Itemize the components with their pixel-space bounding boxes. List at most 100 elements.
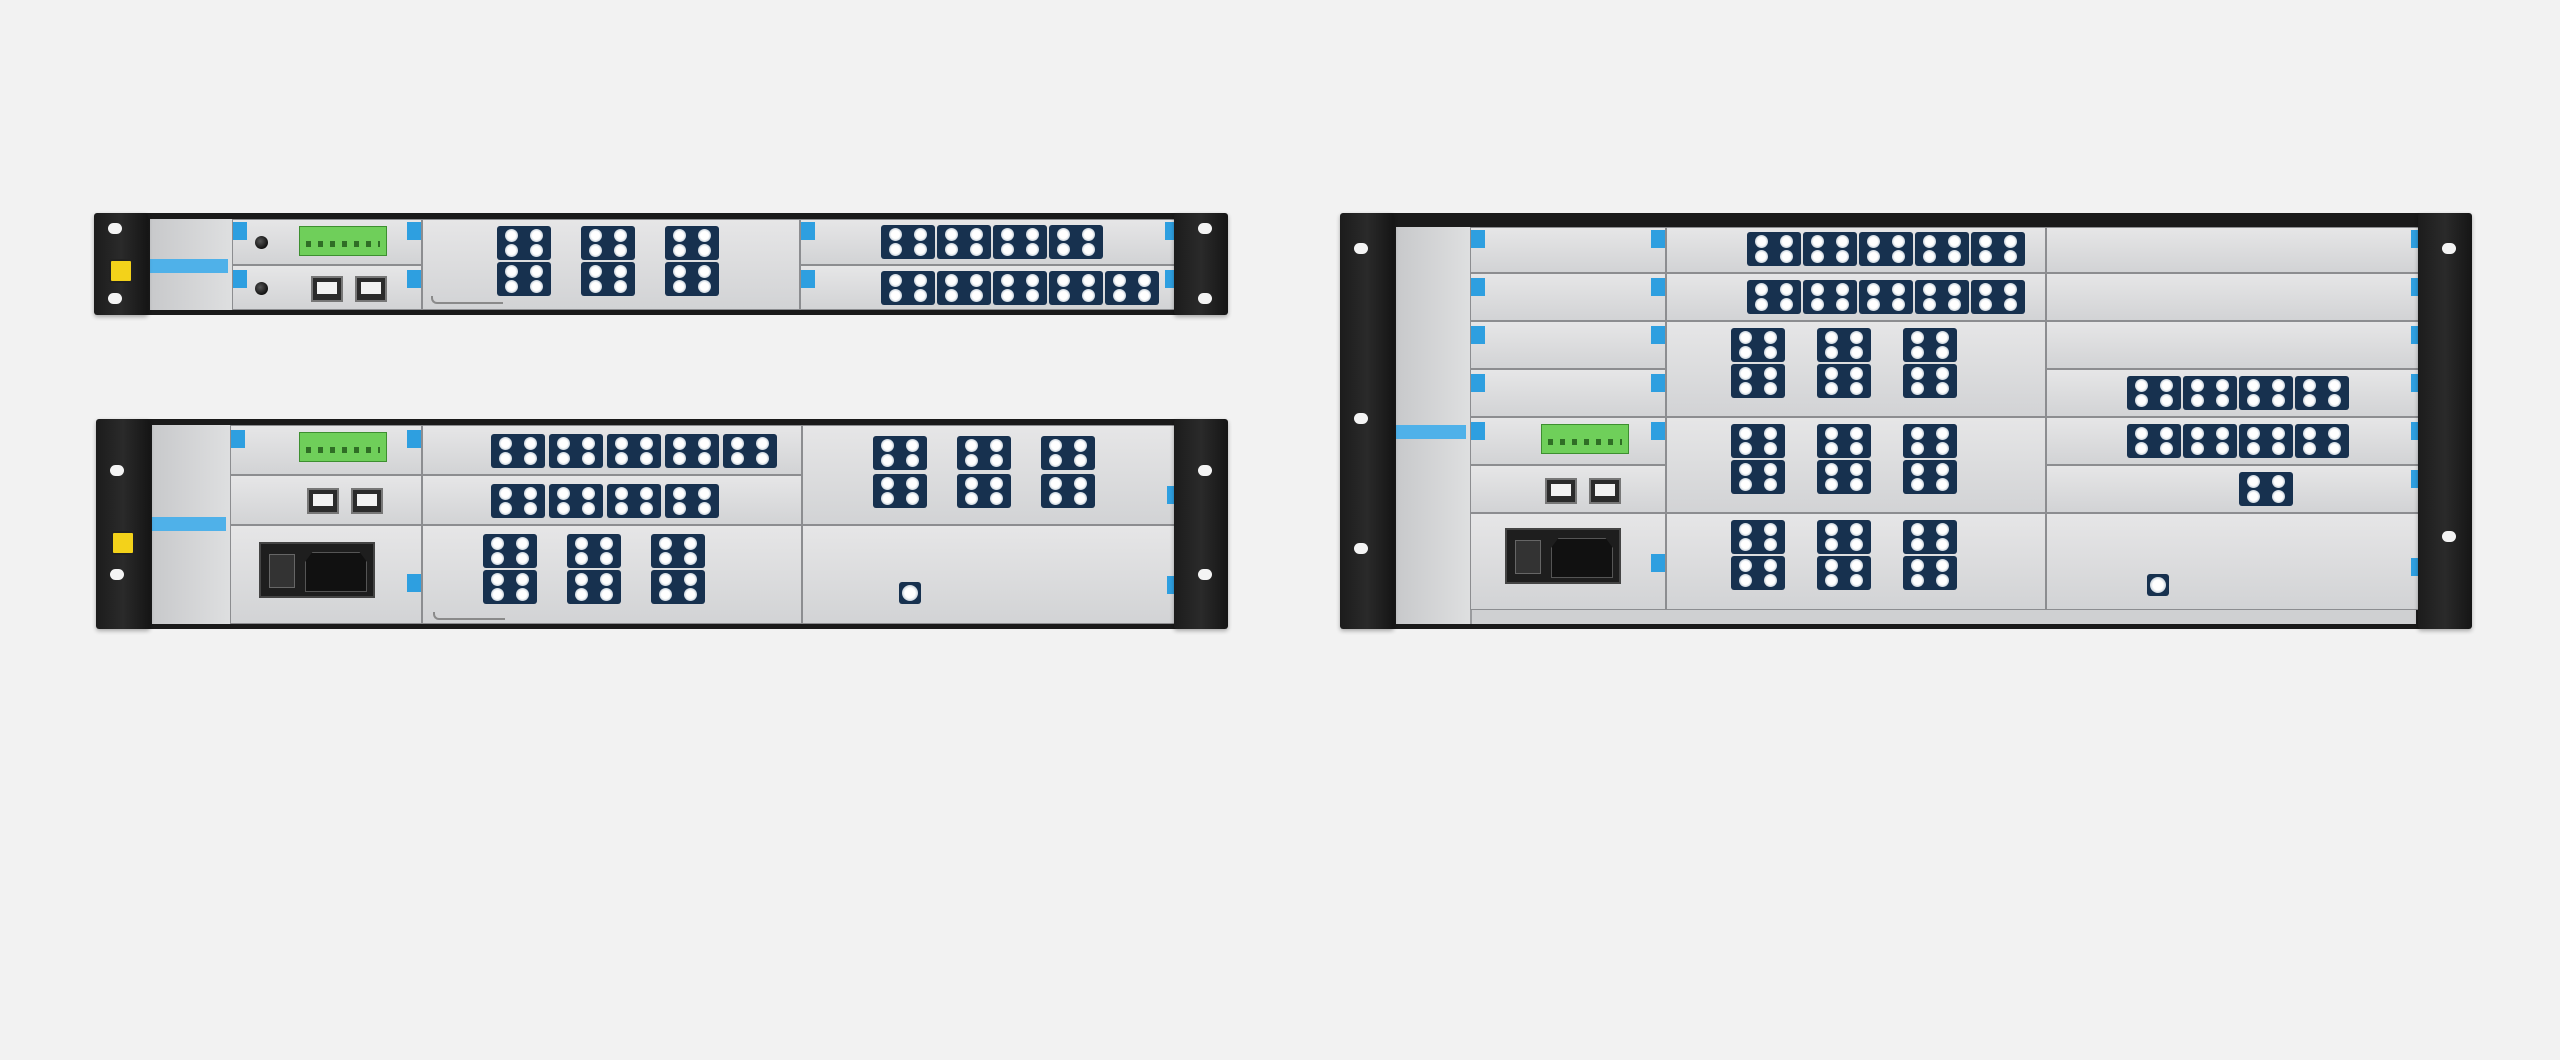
fiber-card — [802, 425, 1182, 525]
lc-adapter-quad — [1731, 328, 1785, 362]
lc-adapter-quad — [497, 262, 551, 296]
lc-adapter-quad — [1903, 424, 1957, 458]
management-card — [232, 219, 422, 265]
mounting-hole — [1198, 465, 1212, 476]
power-terminal-block — [299, 226, 387, 256]
card-latch — [1651, 374, 1665, 392]
power-switch — [1515, 540, 1541, 574]
lc-adapter-single — [2147, 574, 2169, 596]
blank-card — [1470, 369, 1666, 417]
power-switch — [269, 554, 295, 588]
chassis-faceplate — [1396, 227, 2426, 624]
lc-adapter-quad — [2239, 376, 2293, 410]
lc-adapter-quad — [1049, 225, 1103, 259]
model-label — [1396, 425, 1466, 439]
lc-adapter-quad — [567, 570, 621, 604]
card-latch — [1651, 422, 1665, 440]
ac-power-inlet — [259, 542, 375, 598]
lc-adapter-quad — [1803, 232, 1857, 266]
ethernet-port — [307, 488, 339, 514]
lc-adapter-quad — [2295, 376, 2349, 410]
lc-adapter-quad — [957, 474, 1011, 508]
fiber-card — [1666, 417, 2046, 513]
chassis-body — [142, 213, 1180, 315]
lc-adapter-quad — [1803, 280, 1857, 314]
card-latch — [1651, 554, 1665, 572]
lc-adapter-quad — [497, 226, 551, 260]
lc-adapter-quad — [2239, 472, 2293, 506]
lc-adapter-quad — [1731, 520, 1785, 554]
lc-adapter-quad — [1817, 364, 1871, 398]
model-label — [150, 259, 228, 273]
chassis-side-panel — [152, 425, 232, 624]
chassis-4u — [1340, 213, 2472, 629]
blank-card — [1470, 227, 1666, 273]
lc-adapter-quad — [1041, 436, 1095, 470]
lc-adapter-quad — [651, 534, 705, 568]
fiber-card — [1666, 273, 2046, 321]
power-terminal-block — [299, 432, 387, 462]
lc-adapter-quad — [1817, 556, 1871, 590]
lc-adapter-quad — [607, 484, 661, 518]
rack-ear-left — [94, 213, 148, 315]
mounting-hole — [2442, 243, 2456, 254]
ground-symbol-icon — [111, 531, 135, 555]
lc-adapter-quad — [881, 271, 935, 305]
lc-adapter-quad — [1105, 271, 1159, 305]
lc-adapter-quad — [957, 436, 1011, 470]
management-card — [1470, 417, 1666, 465]
rack-ear-right — [1174, 213, 1228, 315]
ethernet-port — [1545, 478, 1577, 504]
ethernet-card — [230, 475, 422, 525]
card-latch — [1471, 230, 1485, 248]
card-latch — [231, 430, 245, 448]
fiber-card — [2046, 369, 2426, 417]
lc-adapter-quad — [1903, 328, 1957, 362]
panel-screw — [255, 282, 268, 295]
lc-adapter-quad — [2183, 424, 2237, 458]
blank-card — [2046, 513, 2426, 610]
lc-adapter-quad — [1817, 460, 1871, 494]
lc-adapter-quad — [1747, 280, 1801, 314]
fiber-card — [422, 475, 802, 525]
chassis-faceplate — [150, 219, 1180, 310]
ethernet-card — [232, 265, 422, 310]
lc-adapter-quad — [549, 484, 603, 518]
chassis-1u — [94, 213, 1228, 315]
lc-adapter-quad — [1731, 364, 1785, 398]
lc-adapter-quad — [1903, 556, 1957, 590]
ethernet-port — [1589, 478, 1621, 504]
card-latch — [1651, 326, 1665, 344]
lc-adapter-quad — [1903, 364, 1957, 398]
lc-adapter-quad — [665, 484, 719, 518]
power-socket — [305, 552, 367, 592]
card-latch — [1471, 374, 1485, 392]
lc-adapter-quad — [567, 534, 621, 568]
card-latch — [233, 222, 247, 240]
management-card — [230, 425, 422, 475]
blank-card — [2046, 227, 2426, 273]
lc-adapter-quad — [873, 474, 927, 508]
chassis-body — [144, 419, 1182, 629]
chassis-side-panel — [1396, 227, 1472, 624]
model-label — [152, 517, 226, 531]
fiber-card — [1666, 227, 2046, 273]
panel-screw — [255, 236, 268, 249]
ac-power-inlet — [1505, 528, 1621, 584]
blank-card — [2046, 321, 2426, 369]
card-latch — [801, 270, 815, 288]
lc-adapter-quad — [1747, 232, 1801, 266]
mounting-hole — [1354, 543, 1368, 554]
card-latch — [407, 430, 421, 448]
lc-adapter-quad — [483, 570, 537, 604]
lc-adapter-quad — [665, 434, 719, 468]
card-pull-handle — [433, 612, 505, 620]
mounting-hole — [110, 465, 124, 476]
card-pull-handle — [431, 296, 503, 304]
lc-adapter-quad — [1817, 328, 1871, 362]
lc-adapter-quad — [581, 262, 635, 296]
lc-adapter-quad — [2127, 376, 2181, 410]
chassis-2u — [96, 419, 1228, 629]
mounting-hole — [110, 569, 124, 580]
card-latch — [407, 270, 421, 288]
